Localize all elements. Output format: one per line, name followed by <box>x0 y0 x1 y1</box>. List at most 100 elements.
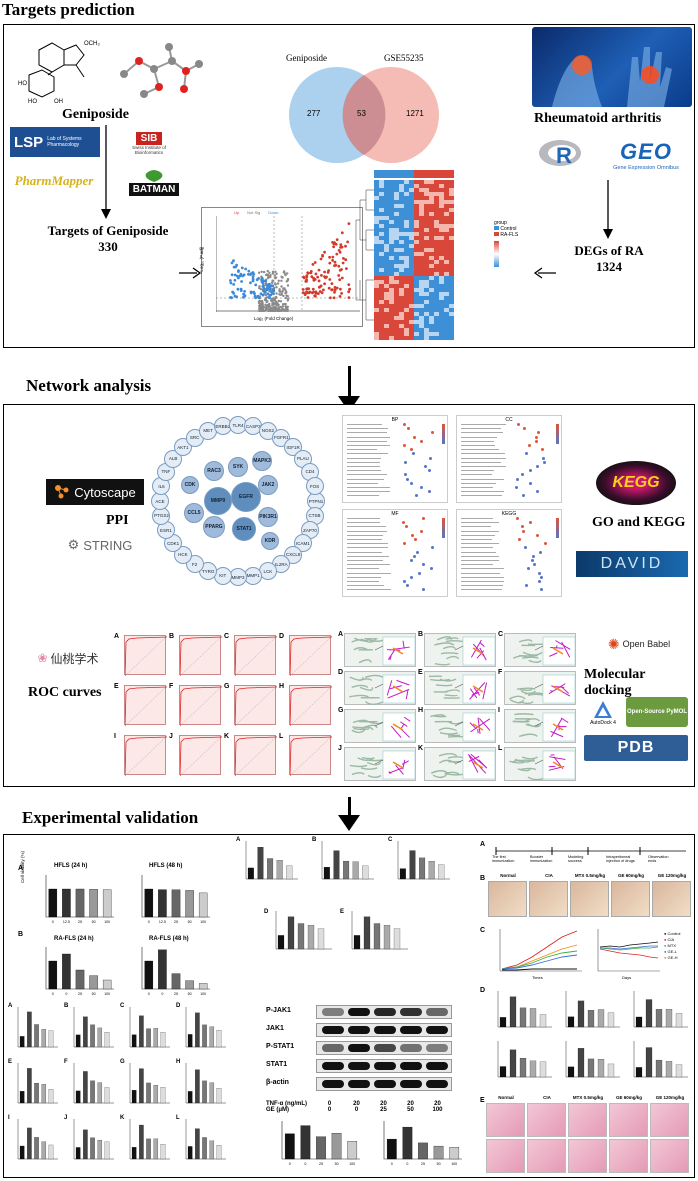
bar-tick-label: 12.5 <box>159 920 166 924</box>
volcano-point-down <box>269 290 273 293</box>
volcano-point-down <box>264 290 267 294</box>
volcano-point-up <box>321 253 324 257</box>
heatmap-cell <box>429 224 434 228</box>
heatmap-cell <box>429 268 434 272</box>
heatmap-cell <box>399 248 404 252</box>
enrichment-dot <box>520 525 524 529</box>
volcano-point-up <box>333 260 337 264</box>
heatmap-cell <box>419 244 424 248</box>
volcano-point-ns <box>260 301 263 305</box>
heatmap-cell <box>404 332 409 336</box>
enrichment-dot <box>543 542 547 546</box>
mini-bar-chart <box>17 1007 58 1048</box>
bar <box>171 973 181 990</box>
volcano-point-down <box>252 272 256 276</box>
heatmap-cell <box>379 256 384 260</box>
heatmap-cell <box>424 216 429 220</box>
docking-panel <box>424 633 496 667</box>
heatmap-cell <box>379 276 384 280</box>
enrichment-term-label <box>461 530 499 532</box>
blot-band <box>374 1062 396 1070</box>
volcano-point-down <box>235 295 238 299</box>
heatmap <box>374 180 454 340</box>
timeline-label-modeling: Modeling success <box>568 855 584 863</box>
heatmap-cell <box>399 296 404 300</box>
bar-tick-label: 0 <box>148 992 150 996</box>
enrichment-term-label <box>461 436 498 438</box>
heatmap-cell <box>444 228 449 232</box>
degs-count: 1324 <box>596 259 622 274</box>
heatmap-cell <box>414 276 419 280</box>
geniposide-structure-2d: HO HO OH <box>18 42 85 105</box>
heatmap-cell <box>409 196 414 200</box>
heatmap-cell <box>439 296 444 300</box>
heatmap-cell <box>424 244 429 248</box>
heatmap-cell <box>414 256 419 260</box>
heatmap-cell <box>384 276 389 280</box>
heatmap-cell <box>394 248 399 252</box>
heatmap-cell <box>409 224 414 228</box>
heatmap-cell <box>389 256 394 260</box>
mini-bar-chart <box>321 841 374 880</box>
heatmap-cell <box>394 276 399 280</box>
roc-panel-letter: B <box>169 633 175 640</box>
invivo-letter-e: E <box>480 1097 485 1104</box>
volcano-legend-notsig: Not Sig <box>247 210 261 215</box>
r-logo-letter: R <box>556 143 572 168</box>
enrichment-dot <box>411 533 415 537</box>
enrichment-dot <box>403 444 407 447</box>
heatmap-cell <box>384 268 389 272</box>
timeline-labels: The first immunization Booster immunizat… <box>492 855 692 863</box>
bar <box>185 890 194 918</box>
volcano-point-down <box>269 293 273 297</box>
bar <box>198 892 208 918</box>
volcano-point-down <box>242 273 246 277</box>
roc-panel-letter: F <box>169 683 174 690</box>
heatmap-legend-control-label: Control <box>500 226 517 232</box>
enrichment-dot <box>535 465 539 468</box>
enrichment-term-label <box>347 543 388 545</box>
heatmap-cell <box>404 308 409 312</box>
ppi-node-core: SYK <box>228 457 248 477</box>
volcano-point-ns <box>267 308 270 312</box>
heatmap-cell <box>394 216 399 220</box>
heatmap-cell <box>419 276 424 280</box>
paw-group-label: CIA <box>545 873 553 878</box>
heatmap-cell <box>399 300 404 304</box>
heatmap-cell <box>374 284 379 288</box>
heatmap-cell <box>444 256 449 260</box>
heatmap-cell <box>429 248 434 252</box>
enrichment-term-label <box>461 466 507 467</box>
volcano-point-ns <box>283 309 286 312</box>
bar <box>316 1136 326 1160</box>
volcano-point-ns <box>264 294 268 297</box>
volcano-point-down <box>268 295 271 299</box>
heatmap-cell <box>399 332 404 336</box>
heatmap-cell <box>449 292 454 296</box>
enrichment-dot <box>536 431 540 435</box>
heatmap-cell <box>419 292 424 296</box>
bar <box>75 888 85 918</box>
heatmap-cell <box>399 288 404 292</box>
enrichment-dot <box>414 494 418 498</box>
bar-tick-label: 100 <box>104 992 110 996</box>
bar-tick-label: 25 <box>78 992 82 996</box>
enrichment-term-label <box>347 491 391 493</box>
pdb-logo-text: PDB <box>617 739 655 756</box>
histology-group-label: MTX 0.5mg/kg <box>572 1095 604 1100</box>
heatmap-cell <box>399 272 404 276</box>
blot-tnf-2: 20 <box>380 1101 387 1107</box>
blot-band <box>322 1080 344 1088</box>
enrichment-dot <box>402 580 406 583</box>
heatmap-cell <box>404 220 409 224</box>
volcano-point-ns <box>280 275 283 278</box>
ppi-node-core: PIK3R1 <box>258 507 278 527</box>
heatmap-cell <box>439 200 444 204</box>
roc-curve-panel <box>289 635 333 677</box>
heatmap-cell <box>449 192 454 196</box>
bar <box>185 980 194 990</box>
heatmap-cell <box>414 312 419 316</box>
heatmap-cell <box>384 272 389 276</box>
heatmap-cell <box>434 320 439 324</box>
